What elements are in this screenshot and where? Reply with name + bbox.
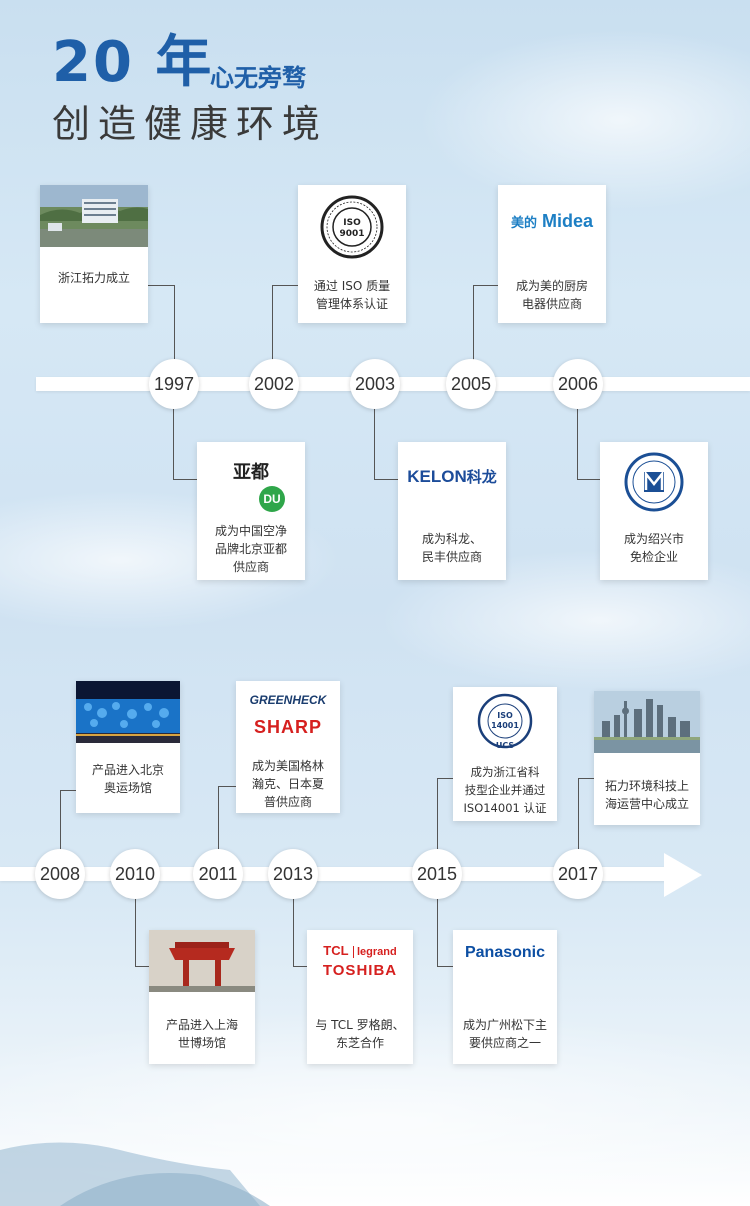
milestone-card-2017: 拓力环境科技上 海运营中心成立	[594, 691, 700, 825]
midea-logo-cn: 美的	[510, 216, 537, 231]
midea-logo-en: Midea	[542, 211, 594, 231]
page-subtitle: 心无旁骛	[210, 64, 306, 92]
page-title: 20 年	[52, 30, 214, 95]
milestone-caption: 成为美国格林 瀚克、日本夏 普供应商	[251, 759, 324, 809]
milestone-card-2010: 产品进入上海 世博场馆	[149, 930, 255, 1064]
arrow-right-icon	[664, 853, 702, 897]
year-2013: 2013	[268, 849, 318, 899]
kelon-logo-en: KELON	[407, 467, 467, 486]
year-2006: 2006	[553, 359, 603, 409]
svg-text:ISO: ISO	[343, 218, 361, 228]
iso-14001-logo: ISO 14001	[477, 693, 533, 749]
factory-photo	[40, 185, 148, 247]
connector	[60, 790, 77, 851]
shanghai-skyline-photo	[594, 691, 700, 753]
milestone-card-2002: ISO 9001 通过 ISO 质量 管理体系认证	[298, 185, 406, 323]
year-2005: 2005	[446, 359, 496, 409]
panasonic-logo: Panasonic	[464, 944, 546, 961]
milestone-card-2006: 成为绍兴市 免检企业	[600, 442, 708, 580]
kelon-logo-cn: 科龙	[466, 468, 497, 486]
milestone-card-2015-panasonic: Panasonic 成为广州松下主 要供应商之一	[453, 930, 557, 1064]
year-2010: 2010	[110, 849, 160, 899]
year-2015: 2015	[412, 849, 462, 899]
svg-text:ISO: ISO	[497, 711, 513, 720]
year-1997: 1997	[149, 359, 199, 409]
greenheck-logo: GREENHECK	[249, 693, 327, 707]
connector	[578, 778, 595, 851]
svg-text:9001: 9001	[339, 229, 364, 239]
toshiba-logo: TOSHIBA	[322, 962, 398, 979]
connector	[374, 407, 399, 480]
ucs-label: UCS	[495, 741, 515, 750]
connector	[577, 407, 601, 480]
milestone-card-2003: KELON科龙 成为科龙、 民丰供应商	[398, 442, 506, 580]
svg-text:14001: 14001	[491, 721, 519, 730]
milestone-card-2011: GREENHECK SHARP 成为美国格林 瀚克、日本夏 普供应商	[236, 681, 340, 813]
milestone-card-1997: 浙江拓力成立	[40, 185, 148, 323]
milestone-card-1997-yadu: 亚都 DU 成为中国空净 品牌北京亚都 供应商	[197, 442, 305, 580]
milestone-caption: 产品进入上海 世博场馆	[165, 1018, 238, 1050]
year-2011: 2011	[193, 849, 243, 899]
milestone-caption: 产品进入北京 奥运场馆	[91, 763, 164, 795]
year-2008: 2008	[35, 849, 85, 899]
milestone-caption: 成为美的厨房 电器供应商	[515, 279, 588, 311]
tcl-legrand-logo: TCL legrand	[307, 942, 413, 960]
milestone-caption: 浙江拓力成立	[57, 271, 130, 285]
year-2002: 2002	[249, 359, 299, 409]
tcl-logo: TCL	[323, 943, 349, 958]
year-2003: 2003	[350, 359, 400, 409]
milestone-caption: 拓力环境科技上 海运营中心成立	[604, 779, 689, 811]
milestone-card-2008: 产品进入北京 奥运场馆	[76, 681, 180, 813]
connector	[293, 898, 308, 967]
connector	[135, 898, 150, 967]
sharp-logo: SHARP	[253, 717, 322, 737]
connector	[148, 285, 175, 364]
connector	[218, 786, 237, 851]
milestone-caption: 成为中国空净 品牌北京亚都 供应商	[214, 524, 287, 574]
milestone-caption: 通过 ISO 质量 管理体系认证	[313, 279, 391, 311]
page-tagline: 创造健康环境	[52, 102, 329, 146]
midea-logo: 美的 Midea	[498, 211, 606, 232]
milestone-caption: 成为科龙、 民丰供应商	[421, 532, 482, 564]
milestone-caption: 成为浙江省科 技型企业并通过 ISO14001 认证	[463, 765, 547, 815]
connector	[173, 407, 198, 480]
milestone-caption: 成为绍兴市 免检企业	[623, 532, 684, 564]
legrand-logo: legrand	[353, 946, 397, 958]
year-2017: 2017	[553, 849, 603, 899]
milestone-caption: 成为广州松下主 要供应商之一	[462, 1018, 547, 1050]
exemption-seal-icon	[624, 452, 684, 512]
milestone-caption: 与 TCL 罗格朗、 东芝合作	[315, 1018, 405, 1050]
iso-9001-logo: ISO 9001	[320, 195, 384, 259]
timeline-axis-2	[0, 867, 668, 881]
connector	[437, 778, 454, 851]
milestone-card-2015: ISO 14001 UCS 成为浙江省科 技型企业并通过 ISO14001 认证	[453, 687, 557, 821]
du-badge-icon: DU	[259, 486, 285, 512]
milestone-card-2013: TCL legrand TOSHIBA 与 TCL 罗格朗、 东芝合作	[307, 930, 413, 1064]
water-cube-photo	[76, 681, 180, 743]
connector	[473, 285, 499, 360]
milestone-card-2005: 美的 Midea 成为美的厨房 电器供应商	[498, 185, 606, 323]
yadu-logo: 亚都	[233, 462, 269, 483]
connector	[272, 285, 299, 360]
connector	[437, 898, 454, 967]
kelon-logo: KELON科龙	[398, 466, 506, 487]
expo-pavilion-photo	[149, 930, 255, 992]
